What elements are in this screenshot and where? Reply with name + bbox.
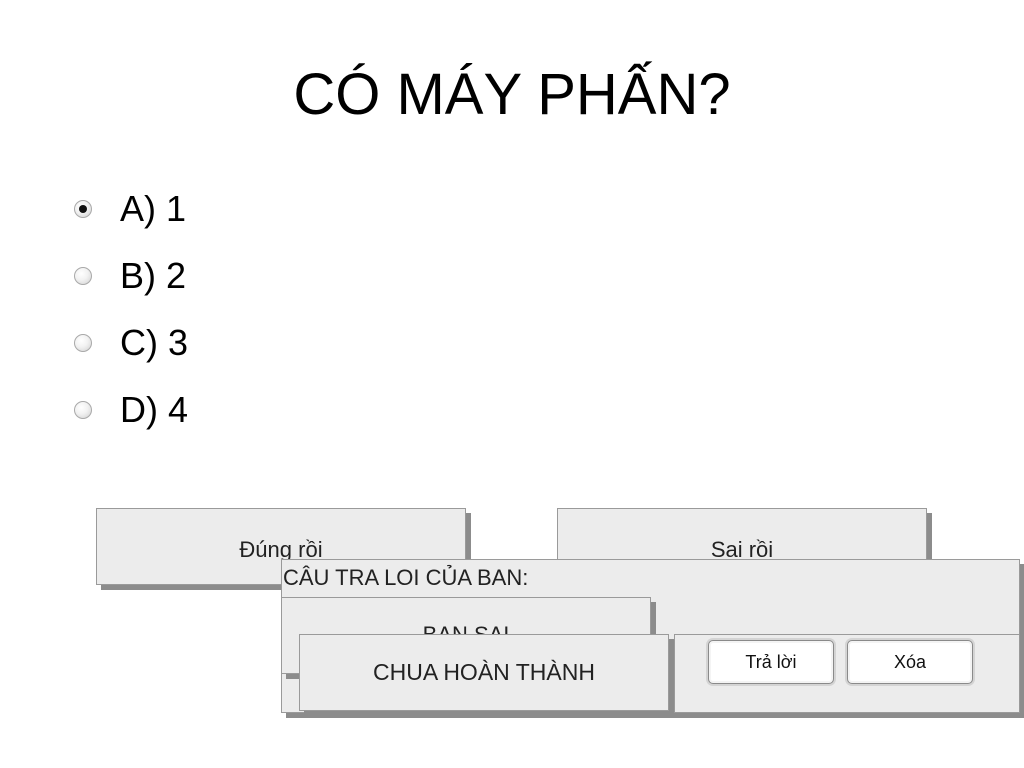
incomplete-label: CHUA HOÀN THÀNH xyxy=(373,659,595,685)
action-bar: Trả lời Xóa xyxy=(674,634,1020,713)
radio-icon[interactable] xyxy=(74,401,92,419)
radio-icon[interactable] xyxy=(74,334,92,352)
question-title: CÓ MÁY PHẤN? xyxy=(293,62,731,127)
submit-button[interactable]: Trả lời xyxy=(708,640,834,684)
option-b[interactable]: B) 2 xyxy=(74,251,186,301)
option-b-label: B) 2 xyxy=(120,255,187,296)
clear-button[interactable]: Xóa xyxy=(847,640,973,684)
option-a-label: A) 1 xyxy=(120,188,187,229)
correct-feedback-label: Đúng rồi xyxy=(239,537,323,562)
incorrect-feedback-label: Sai rồi xyxy=(710,537,774,562)
your-answer-label: CÂU TRA LOI CỦA BAN: xyxy=(283,565,529,590)
incomplete-panel: CHUA HOÀN THÀNH xyxy=(299,634,669,711)
radio-icon[interactable] xyxy=(74,267,92,285)
option-c-label: C) 3 xyxy=(120,322,189,363)
radio-selected-icon[interactable] xyxy=(74,200,92,218)
option-d-label: D) 4 xyxy=(120,389,189,430)
option-d[interactable]: D) 4 xyxy=(74,385,188,435)
option-c[interactable]: C) 3 xyxy=(74,318,188,368)
option-a[interactable]: A) 1 xyxy=(74,184,186,234)
